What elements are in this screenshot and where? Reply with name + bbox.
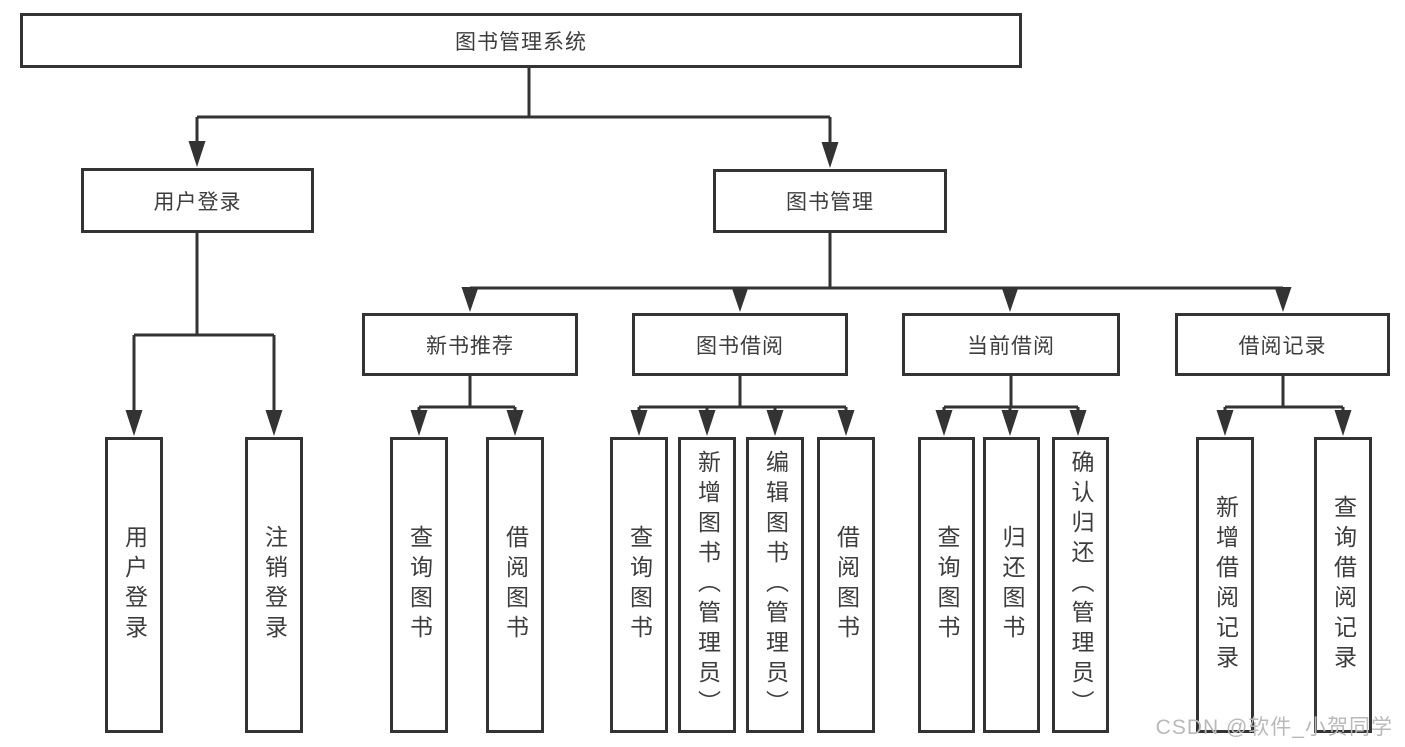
- leaf-query-books-borrow: 查询图书: [610, 437, 668, 733]
- node-book-borrow-label: 图书借阅: [696, 334, 784, 358]
- leaf-return-books: 归还图书: [983, 437, 1040, 733]
- node-root: 图书管理系统: [20, 13, 1022, 68]
- leaf-add-borrow-record: 新增借阅记录: [1196, 437, 1254, 733]
- node-borrow-records-label: 借阅记录: [1238, 334, 1327, 358]
- node-book-borrow: 图书借阅: [632, 313, 848, 376]
- csdn-watermark: CSDN @软件_小贺同学: [1155, 716, 1393, 739]
- node-book-management-label: 图书管理: [786, 191, 874, 214]
- node-current-borrow: 当前借阅: [902, 313, 1120, 376]
- leaf-borrow-books-new: 借阅图书: [486, 437, 544, 733]
- node-user-login: 用户登录: [81, 168, 314, 233]
- arrowheads: [125, 141, 1352, 436]
- node-current-borrow-label: 当前借阅: [967, 334, 1055, 358]
- node-borrow-records: 借阅记录: [1175, 313, 1390, 376]
- leaf-query-borrow-record: 查询借阅记录: [1314, 437, 1372, 733]
- leaf-borrow-books: 借阅图书: [817, 437, 875, 733]
- leaf-user-login: 用户登录: [105, 437, 163, 733]
- leaf-query-books-current: 查询图书: [918, 437, 975, 733]
- leaf-add-books-admin: 新增图书（管理员）: [678, 437, 736, 733]
- node-root-label: 图书管理系统: [455, 30, 587, 54]
- leaf-confirm-return-admin: 确认归还（管理员）: [1052, 437, 1109, 733]
- node-new-book-recommend: 新书推荐: [362, 313, 578, 376]
- leaf-query-books-new: 查询图书: [390, 437, 448, 733]
- leaf-edit-books-admin: 编辑图书（管理员）: [746, 437, 804, 733]
- leaf-logout: 注销登录: [245, 437, 303, 733]
- node-user-login-label: 用户登录: [153, 190, 242, 214]
- node-new-book-recommend-label: 新书推荐: [426, 334, 514, 358]
- node-book-management: 图书管理: [713, 169, 947, 233]
